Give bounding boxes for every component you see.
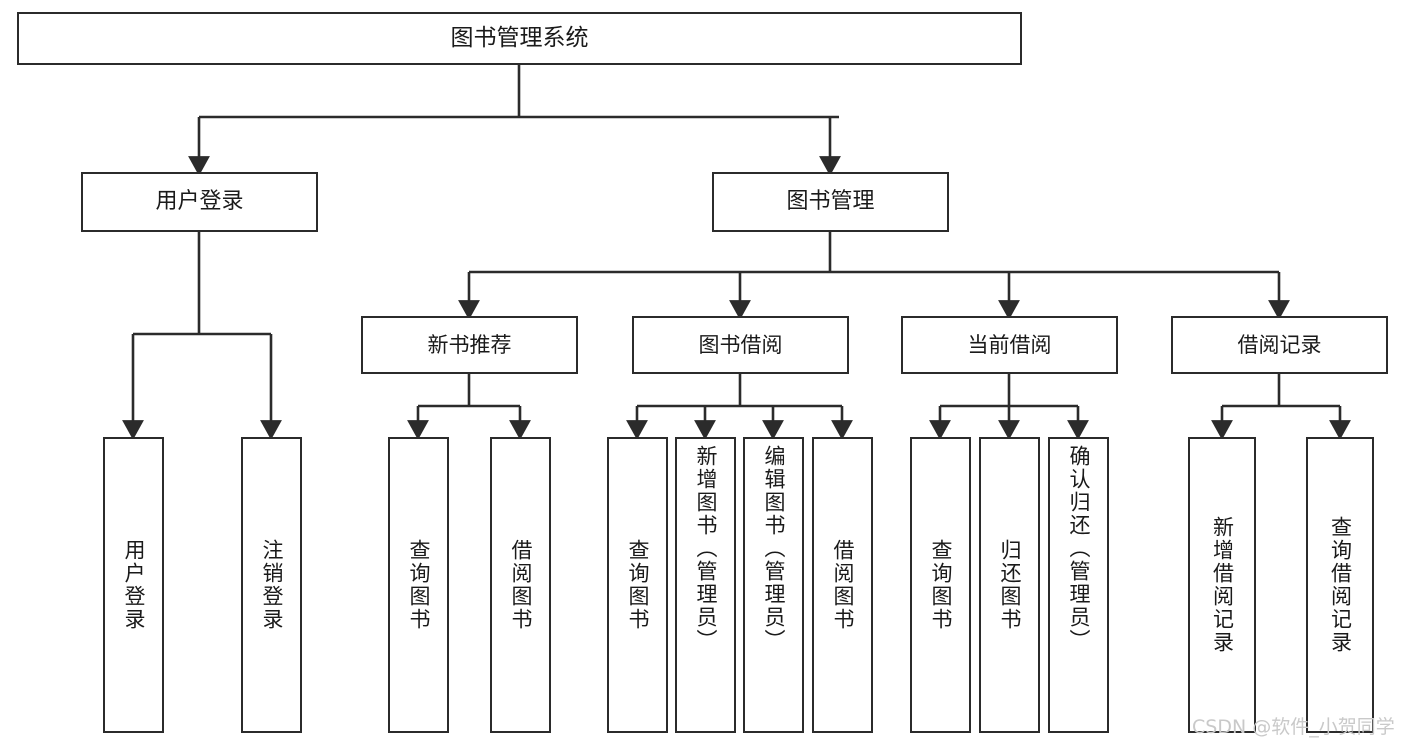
node-current-borrow[interactable]: 当前借阅 xyxy=(901,316,1118,374)
node-label: 用户登录 xyxy=(122,539,146,631)
leaf-add-book-admin[interactable]: 新增图书（管理员） xyxy=(675,437,736,733)
node-label: 新增图书（管理员） xyxy=(694,445,718,652)
node-label: 新书推荐 xyxy=(427,332,512,357)
leaf-user-login[interactable]: 用户登录 xyxy=(103,437,164,733)
node-label: 图书借阅 xyxy=(698,332,783,357)
leaf-confirm-return-admin[interactable]: 确认归还（管理员） xyxy=(1048,437,1109,733)
leaf-return-book[interactable]: 归还图书 xyxy=(979,437,1040,733)
leaf-add-borrow-record[interactable]: 新增借阅记录 xyxy=(1188,437,1256,733)
node-label: 图书管理 xyxy=(786,189,875,215)
node-label: 查询图书 xyxy=(407,539,431,631)
node-label: 确认归还（管理员） xyxy=(1067,445,1091,652)
node-new-book-recommend[interactable]: 新书推荐 xyxy=(361,316,578,374)
node-book-borrow[interactable]: 图书借阅 xyxy=(632,316,849,374)
node-borrow-record[interactable]: 借阅记录 xyxy=(1171,316,1388,374)
node-label: 查询借阅记录 xyxy=(1328,516,1353,654)
leaf-query-book-borrow[interactable]: 查询图书 xyxy=(607,437,668,733)
leaf-borrow-book[interactable]: 借阅图书 xyxy=(812,437,873,733)
node-root-system[interactable]: 图书管理系统 xyxy=(17,12,1022,65)
node-label: 查询图书 xyxy=(626,539,650,631)
leaf-query-borrow-record[interactable]: 查询借阅记录 xyxy=(1306,437,1374,733)
node-label: 新增借阅记录 xyxy=(1210,516,1235,654)
node-label: 查询图书 xyxy=(929,539,953,631)
leaf-query-book-recommend[interactable]: 查询图书 xyxy=(388,437,449,733)
node-book-manage[interactable]: 图书管理 xyxy=(712,172,949,232)
node-label: 注销登录 xyxy=(260,539,284,631)
leaf-borrow-book-recommend[interactable]: 借阅图书 xyxy=(490,437,551,733)
node-label: 当前借阅 xyxy=(967,332,1052,357)
leaf-query-book-current[interactable]: 查询图书 xyxy=(910,437,971,733)
node-label: 图书管理系统 xyxy=(450,25,589,52)
leaf-edit-book-admin[interactable]: 编辑图书（管理员） xyxy=(743,437,804,733)
node-user-login[interactable]: 用户登录 xyxy=(81,172,318,232)
leaf-logout[interactable]: 注销登录 xyxy=(241,437,302,733)
node-label: 归还图书 xyxy=(998,539,1022,631)
node-label: 借阅记录 xyxy=(1237,332,1322,357)
node-label: 借阅图书 xyxy=(509,539,533,631)
node-label: 用户登录 xyxy=(155,189,244,215)
node-label: 编辑图书（管理员） xyxy=(762,445,786,652)
node-label: 借阅图书 xyxy=(831,539,855,631)
